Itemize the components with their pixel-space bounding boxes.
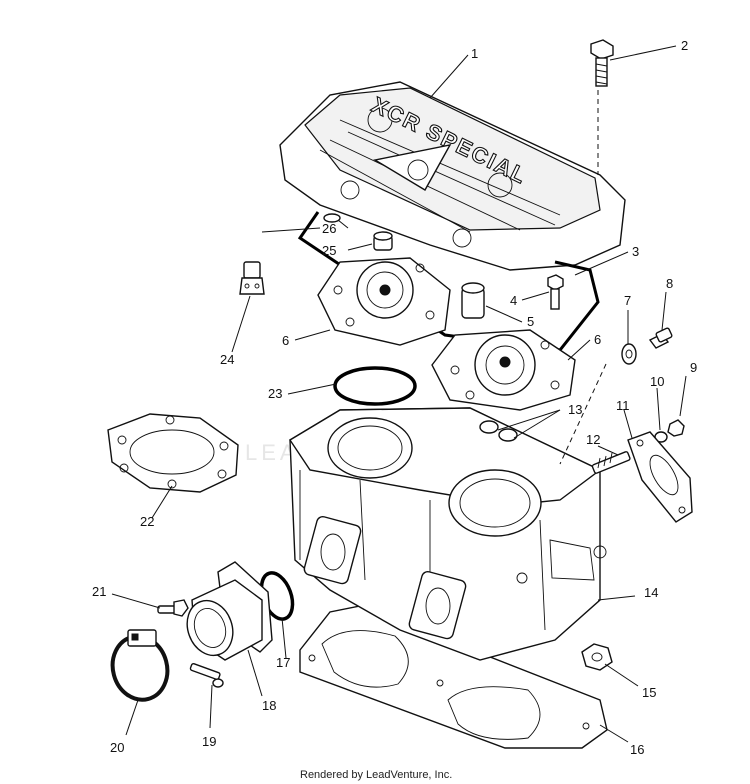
callout-6a: 6 (282, 333, 289, 348)
callout-26: 26 (322, 221, 336, 236)
bolt-part-2[interactable] (590, 39, 614, 87)
exhaust-gasket-part-11[interactable] (627, 431, 693, 523)
clamp-part-20[interactable] (106, 629, 175, 706)
combustion-dome-part-6-left[interactable] (317, 257, 451, 346)
cylinder-block-part-14[interactable] (289, 407, 607, 661)
combustion-dome-part-6-right[interactable] (431, 329, 576, 411)
callout-7: 7 (624, 293, 631, 308)
callout-3: 3 (632, 244, 639, 259)
stud-part-12[interactable] (591, 451, 631, 474)
callout-16: 16 (630, 742, 644, 757)
callout-10: 10 (650, 374, 664, 389)
callout-22: 22 (140, 514, 154, 529)
bolt-part-4[interactable] (547, 274, 564, 310)
dowel-part-13[interactable] (479, 420, 518, 442)
callout-8: 8 (666, 276, 673, 291)
callout-19: 19 (202, 734, 216, 749)
callout-9: 9 (690, 360, 697, 375)
callout-labels: 1 2 3 4 5 6 6 7 8 9 10 11 12 13 14 15 16… (92, 38, 697, 757)
screw-part-8[interactable] (648, 327, 673, 349)
callout-11: 11 (616, 398, 630, 413)
callout-1: 1 (471, 46, 478, 61)
washer-part-26[interactable] (323, 213, 341, 223)
callout-15: 15 (642, 685, 656, 700)
washer-part-7[interactable] (621, 343, 637, 365)
callout-4: 4 (510, 293, 517, 308)
sleeve-part-5[interactable] (461, 282, 485, 319)
callout-13: 13 (568, 402, 582, 417)
o-ring-part-23[interactable] (333, 366, 417, 406)
nut-part-15[interactable] (581, 643, 613, 671)
sensor-part-24[interactable] (239, 261, 265, 295)
callout-14: 14 (644, 585, 658, 600)
head-cover-part-1[interactable]: XCR SPECIAL (279, 81, 626, 271)
callout-18: 18 (262, 698, 276, 713)
callout-17: 17 (276, 655, 290, 670)
callout-24: 24 (220, 352, 234, 367)
leader-lines (111, 45, 687, 743)
base-gasket-part-16[interactable] (299, 605, 608, 749)
nut-part-9[interactable] (667, 419, 685, 437)
callout-2: 2 (681, 38, 688, 53)
flange-gasket-part-22[interactable] (107, 413, 239, 493)
screw-part-19[interactable] (189, 662, 224, 688)
bolt-part-21[interactable] (157, 599, 189, 617)
callout-12: 12 (586, 432, 600, 447)
plug-part-25[interactable] (373, 231, 393, 251)
callout-23: 23 (268, 386, 282, 401)
callout-21: 21 (92, 584, 106, 599)
credit-text: Rendered by LeadVenture, Inc. (300, 769, 452, 781)
callout-20: 20 (110, 740, 124, 755)
callout-6b: 6 (594, 332, 601, 347)
callout-5: 5 (527, 314, 534, 329)
callout-25: 25 (322, 243, 336, 258)
intake-adapter-part-18[interactable] (180, 561, 273, 662)
